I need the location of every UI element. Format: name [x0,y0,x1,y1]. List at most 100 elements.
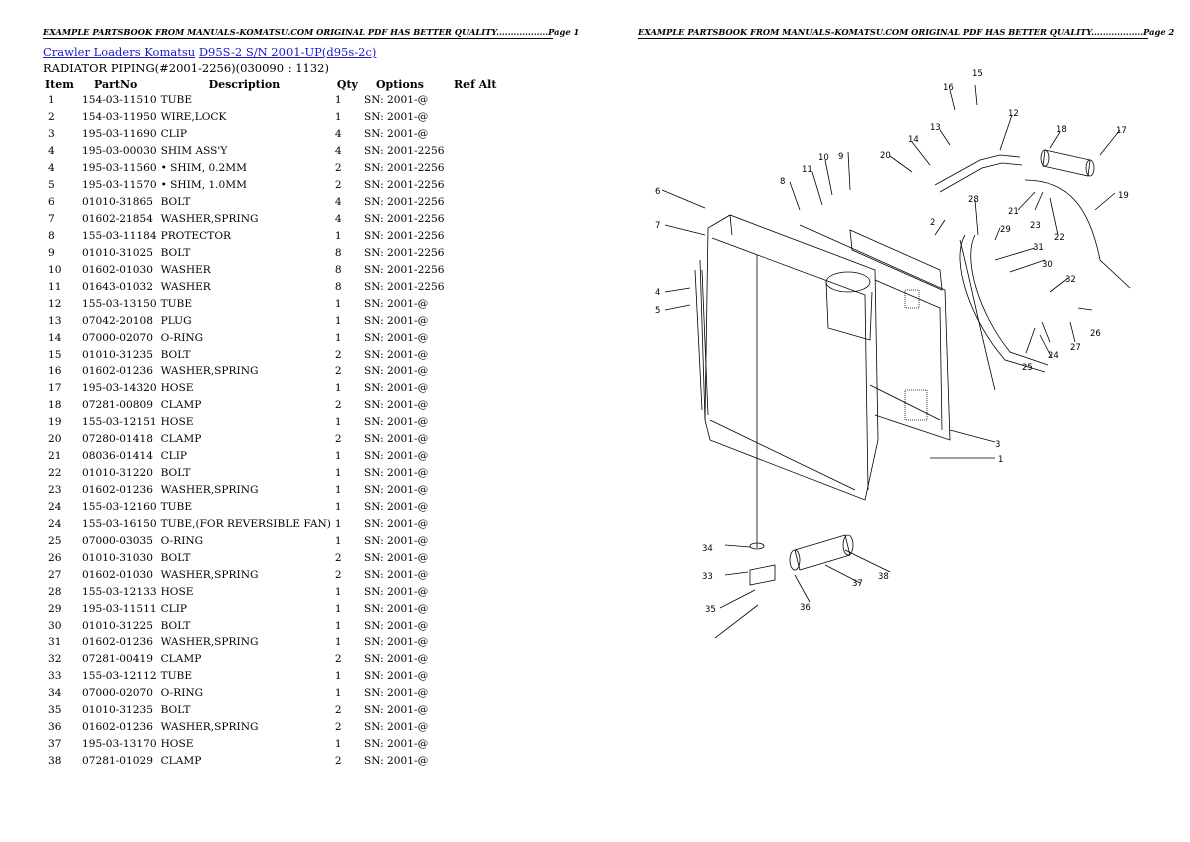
cell-qty: 1 [334,314,342,327]
cell-qty: 2 [334,721,342,734]
cell-qty: 4 [334,196,342,209]
cell-partno: 07042-20108 [82,314,153,327]
cell-partno: 195-03-11560 [82,162,157,175]
cell-partno: 195-03-14320 [82,382,157,395]
cell-partno: 01010-31235 [82,348,153,361]
cell-description: HOSE [160,585,194,598]
cell-qty: 2 [334,755,342,768]
cell-qty: 1 [334,111,342,124]
cell-qty: 1 [334,534,342,547]
cell-partno: 155-03-12133 [82,585,157,598]
callout-label: 8 [780,177,785,187]
cell-partno: 195-03-11570 [82,179,157,192]
cell-qty: 1 [334,382,342,395]
cell-item: 17 [48,382,62,395]
cell-item: 29 [48,602,62,615]
cell-item: 11 [48,280,62,293]
callout-label: 18 [1056,125,1067,135]
page-header-left: EXAMPLE PARTSBOOK FROM MANUALS-KOMATSU.C… [43,27,580,39]
cell-item: 25 [48,534,62,547]
cell-options: SN: 2001-@ [363,670,429,683]
cell-refalt [450,177,501,194]
cell-description: BOLT [160,619,191,632]
cell-refalt [450,600,501,617]
cell-qty: 2 [334,704,342,717]
cell-item: 20 [48,433,62,446]
tube-28 [959,239,996,391]
cell-refalt [450,329,501,346]
callout-label: 35 [705,605,716,615]
cell-item: 28 [48,585,62,598]
cell-item: 6 [48,196,55,209]
callout-label: 14 [908,135,919,145]
cell-refalt [450,380,501,397]
cell-item: 34 [48,687,62,700]
breadcrumb-category-link[interactable]: Crawler Loaders Komatsu [43,45,196,59]
cell-qty: 4 [334,128,342,141]
cell-item: 15 [48,348,62,361]
cell-refalt [450,651,501,668]
cell-refalt [450,295,501,312]
cell-options: SN: 2001-@ [363,517,429,530]
cell-options: SN: 2001-@ [363,534,429,547]
breadcrumb-model-link[interactable]: D95S-2 S/N 2001-UP(d95s-2c) [198,45,377,59]
cell-item: 4 [48,162,55,175]
cell-partno: 01602-01030 [82,568,153,581]
radiator-core [704,214,879,501]
callout-label: 4 [655,288,660,298]
cell-item: 33 [48,670,62,683]
cell-partno: 155-03-12112 [82,670,157,683]
fan-shroud [799,224,951,441]
cell-partno: 01602-01236 [82,721,153,734]
cell-options: SN: 2001-@ [363,568,429,581]
cell-refalt [450,634,501,651]
cell-item: 5 [48,179,55,192]
cell-refalt [450,566,501,583]
cell-partno: 07280-01418 [82,433,153,446]
cell-description: TUBE [160,500,193,513]
callout-label: 11 [802,165,813,175]
cell-qty: 8 [334,263,342,276]
cell-item: 1 [48,94,55,107]
cell-options: SN: 2001-@ [363,755,429,768]
cell-partno: 08036-01414 [82,450,153,463]
cell-options: SN: 2001-@ [363,365,429,378]
cell-refalt [450,549,501,566]
cell-item: 10 [48,263,62,276]
cell-options: SN: 2001-@ [363,348,429,361]
cell-qty: 4 [334,145,342,158]
cell-partno: 01602-01236 [82,636,153,649]
cell-refalt [450,109,501,126]
cell-item: 32 [48,653,62,666]
callout-label: 7 [655,221,660,231]
cell-item: 12 [48,297,62,310]
cell-description: O-RING [160,534,204,547]
cell-item: 30 [48,619,62,632]
callout-label: 16 [943,83,954,93]
cell-item: 24 [48,500,62,513]
callout-label: 5 [655,306,660,316]
cell-qty: 2 [334,162,342,175]
cell-partno: 01643-01032 [82,280,153,293]
cell-description: CLAMP [160,399,202,412]
cell-description: WASHER,SPRING [160,721,259,734]
cell-partno: 195-03-11690 [82,128,157,141]
cell-description: O-RING [160,687,204,700]
cell-options: SN: 2001-@ [363,467,429,480]
cell-description: WASHER,SPRING [160,636,259,649]
cell-qty: 8 [334,246,342,259]
callout-label: 38 [878,572,889,582]
cell-item: 38 [48,755,62,768]
cell-description: CLAMP [160,653,202,666]
cell-refalt [450,753,501,770]
callout-label: 15 [972,69,983,79]
cell-options: SN: 2001-@ [363,653,429,666]
cell-refalt [450,583,501,600]
cell-refalt [450,482,501,499]
cell-qty: 2 [334,399,342,412]
